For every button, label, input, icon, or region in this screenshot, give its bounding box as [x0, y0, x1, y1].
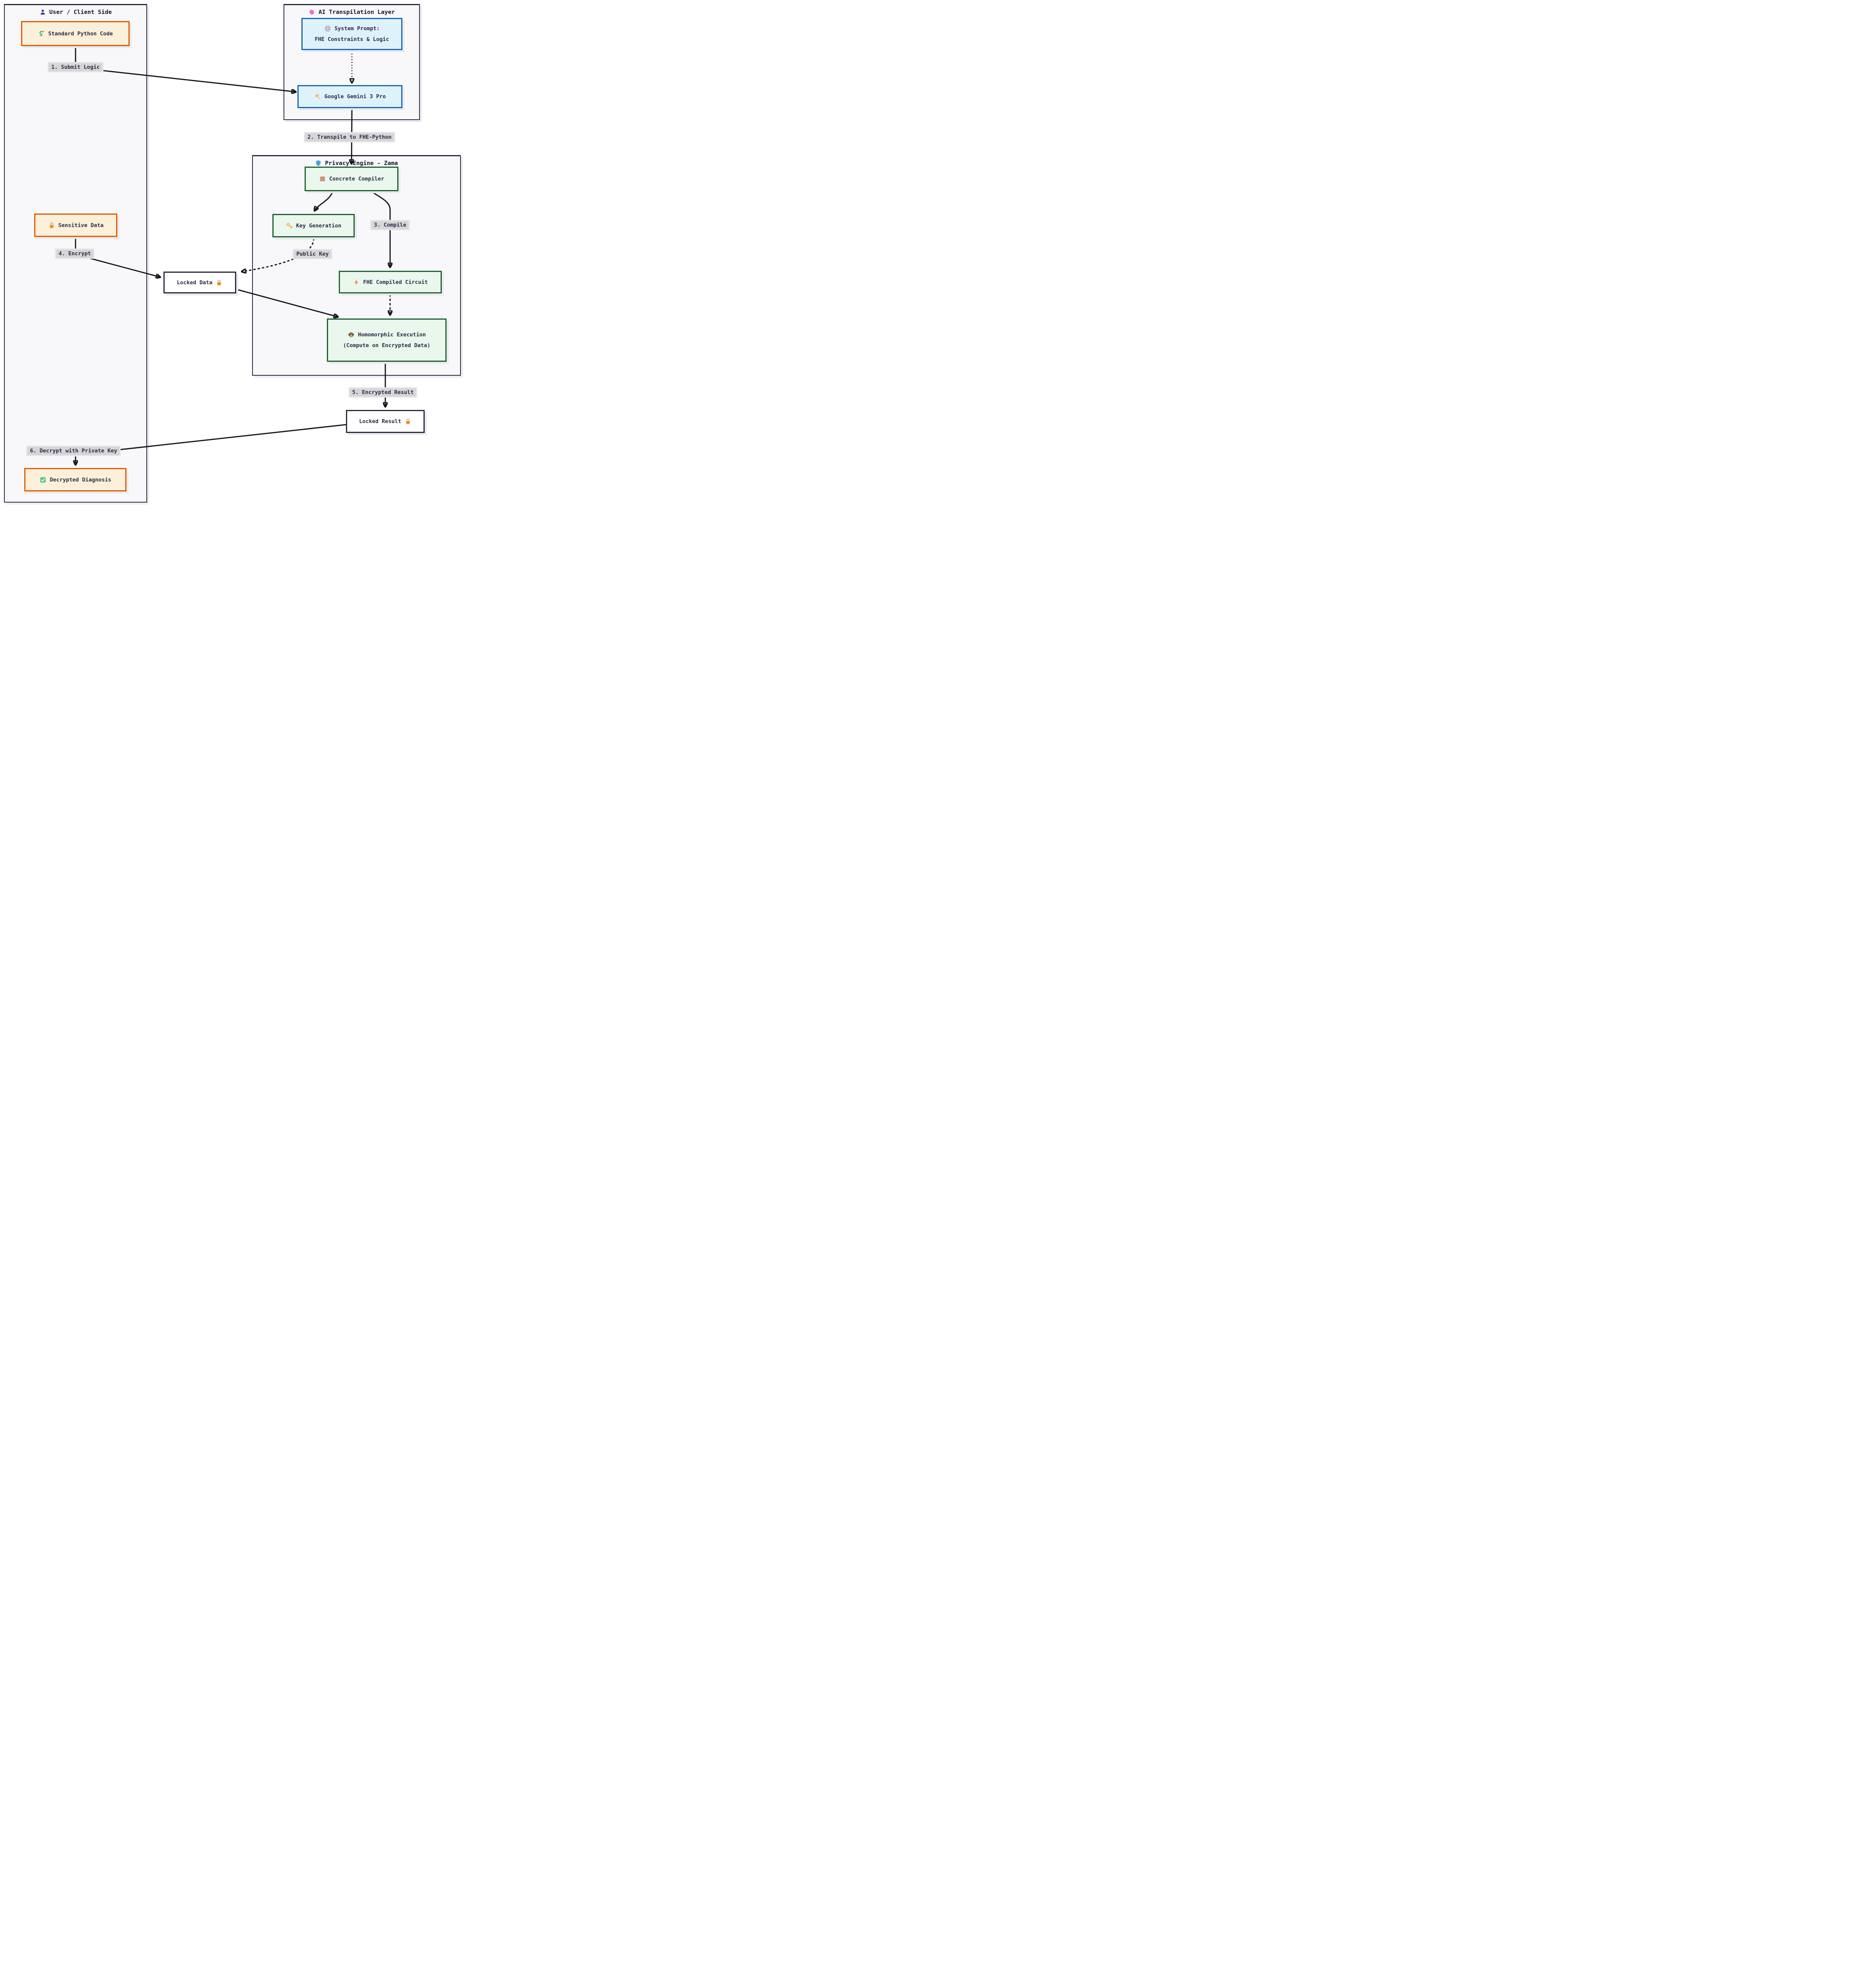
edge-label-submit-logic: 1. Submit Logic: [48, 62, 103, 72]
node-homomorphic-line1: Homomorphic Execution: [358, 332, 426, 338]
edge-label-compile: 3. Compile: [370, 220, 410, 230]
node-sysprompt-line1: System Prompt:: [334, 25, 380, 32]
node-homomorphic-line2: (Compute on Encrypted Data): [343, 342, 431, 349]
lightning-icon: [353, 279, 360, 286]
node-standard-python-code: Standard Python Code: [21, 21, 130, 46]
see-no-evil-monkey-icon: [348, 331, 355, 338]
edge-label-encrypt: 4. Encrypt: [55, 248, 95, 259]
node-fhe-compiled-circuit: FHE Compiled Circuit: [339, 271, 442, 293]
lock-icon: [48, 222, 55, 229]
edge-label-transpile: 2. Transpile to FHE-Python: [304, 132, 395, 142]
node-sysprompt-line2: FHE Constraints & Logic: [315, 36, 389, 43]
container-ai-title-text: AI Transpilation Layer: [318, 9, 395, 16]
node-diagnosis-label: Decrypted Diagnosis: [50, 476, 111, 483]
sparkles-icon: [314, 93, 321, 100]
node-sensitive-data: Sensitive Data: [34, 214, 117, 237]
edge-label-decrypt-private-key: 6. Decrypt with Private Key: [26, 446, 121, 456]
snake-icon: [38, 30, 45, 37]
node-google-gemini-3-pro: Google Gemini 3 Pro: [297, 85, 402, 108]
node-lockeddata-label: Locked Data: [177, 279, 213, 286]
node-key-generation: Key Generation: [272, 214, 355, 237]
shield-icon: [315, 160, 322, 167]
node-lockedresult-label: Locked Result: [359, 418, 401, 425]
node-locked-data: Locked Data: [163, 272, 236, 293]
node-gemini-label: Google Gemini 3 Pro: [324, 93, 386, 100]
node-sensitive-label: Sensitive Data: [58, 222, 104, 229]
check-icon: [39, 476, 47, 483]
node-homomorphic-execution: Homomorphic Execution (Compute on Encryp…: [327, 318, 447, 362]
node-locked-result: Locked Result: [346, 410, 425, 433]
gear-icon: [324, 25, 331, 32]
node-decrypted-diagnosis: Decrypted Diagnosis: [24, 468, 126, 491]
lock-icon: [404, 418, 412, 425]
container-privacy-title: Privacy Engine - Zama: [253, 160, 460, 167]
container-ai-title: AI Transpilation Layer: [284, 9, 419, 16]
container-user-title: User / Client Side: [5, 9, 146, 16]
node-python-label: Standard Python Code: [48, 30, 113, 37]
user-icon: [39, 9, 46, 16]
node-concrete-compiler: Concrete Compiler: [305, 167, 398, 191]
brick-icon: [319, 175, 326, 182]
edge-decrypt-diagonal: [119, 424, 346, 450]
brain-icon: [309, 9, 315, 16]
container-privacy-title-text: Privacy Engine - Zama: [325, 160, 398, 167]
container-user-title-text: User / Client Side: [49, 9, 112, 16]
node-fhecircuit-label: FHE Compiled Circuit: [363, 279, 428, 285]
node-keygen-label: Key Generation: [296, 222, 342, 229]
edge-label-public-key: Public Key: [293, 249, 332, 259]
key-icon: [286, 222, 293, 229]
edge-label-encrypted-result: 5. Encrypted Result: [348, 387, 418, 398]
node-concrete-label: Concrete Compiler: [329, 176, 385, 182]
lock-icon: [216, 279, 223, 286]
fhe-flow-diagram: User / Client Side AI Transpilation Laye…: [0, 0, 465, 507]
node-system-prompt: System Prompt: FHE Constraints & Logic: [301, 18, 402, 50]
